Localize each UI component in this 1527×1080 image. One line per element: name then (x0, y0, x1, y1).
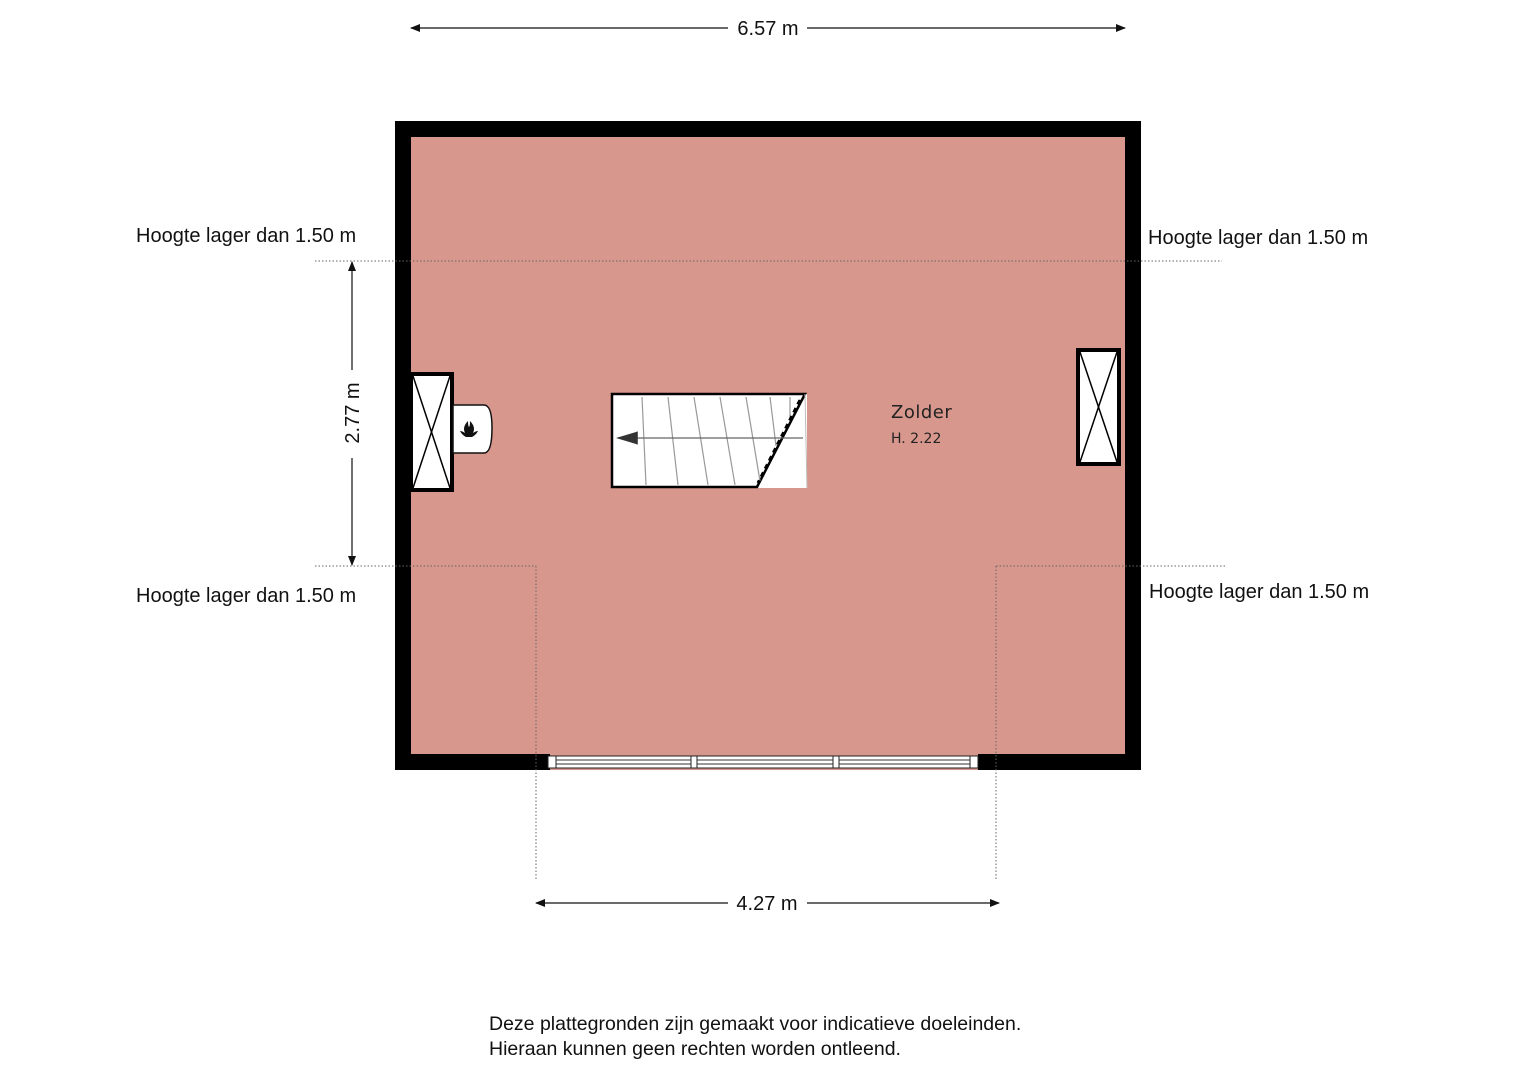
chimney-icon (409, 372, 454, 492)
room-height: H. 2.22 (891, 431, 941, 447)
disclaimer-line-1: Deze plattegronden zijn gemaakt voor ind… (489, 1013, 1022, 1035)
low-height-lines (315, 260, 1226, 880)
disclaimer-line-2: Hieraan kunnen geen rechten worden ontle… (489, 1038, 901, 1060)
bottom-width-label: 4.27 m (736, 893, 797, 915)
fireplace-icon (452, 404, 493, 454)
height-note-top-left: Hoogte lager dan 1.50 m (136, 225, 356, 247)
top-dimension: 6.57 m (410, 18, 1126, 40)
height-note-top-right: Hoogte lager dan 1.50 m (1148, 227, 1368, 249)
top-width-label: 6.57 m (737, 18, 798, 40)
bottom-dimension: 4.27 m (535, 893, 1000, 915)
staircase-icon (610, 392, 808, 489)
walls (395, 121, 1141, 770)
dormer-window-icon (1076, 348, 1121, 466)
height-note-bottom-left: Hoogte lager dan 1.50 m (136, 585, 356, 607)
height-note-bottom-right: Hoogte lager dan 1.50 m (1149, 581, 1369, 603)
left-height-label: 2.77 m (342, 382, 364, 443)
disclaimer: Deze plattegronden zijn gemaakt voor ind… (489, 1012, 1021, 1062)
window-icon (547, 755, 979, 769)
room-name: Zolder (891, 402, 952, 423)
left-dimension: 2.77 m (342, 261, 364, 566)
